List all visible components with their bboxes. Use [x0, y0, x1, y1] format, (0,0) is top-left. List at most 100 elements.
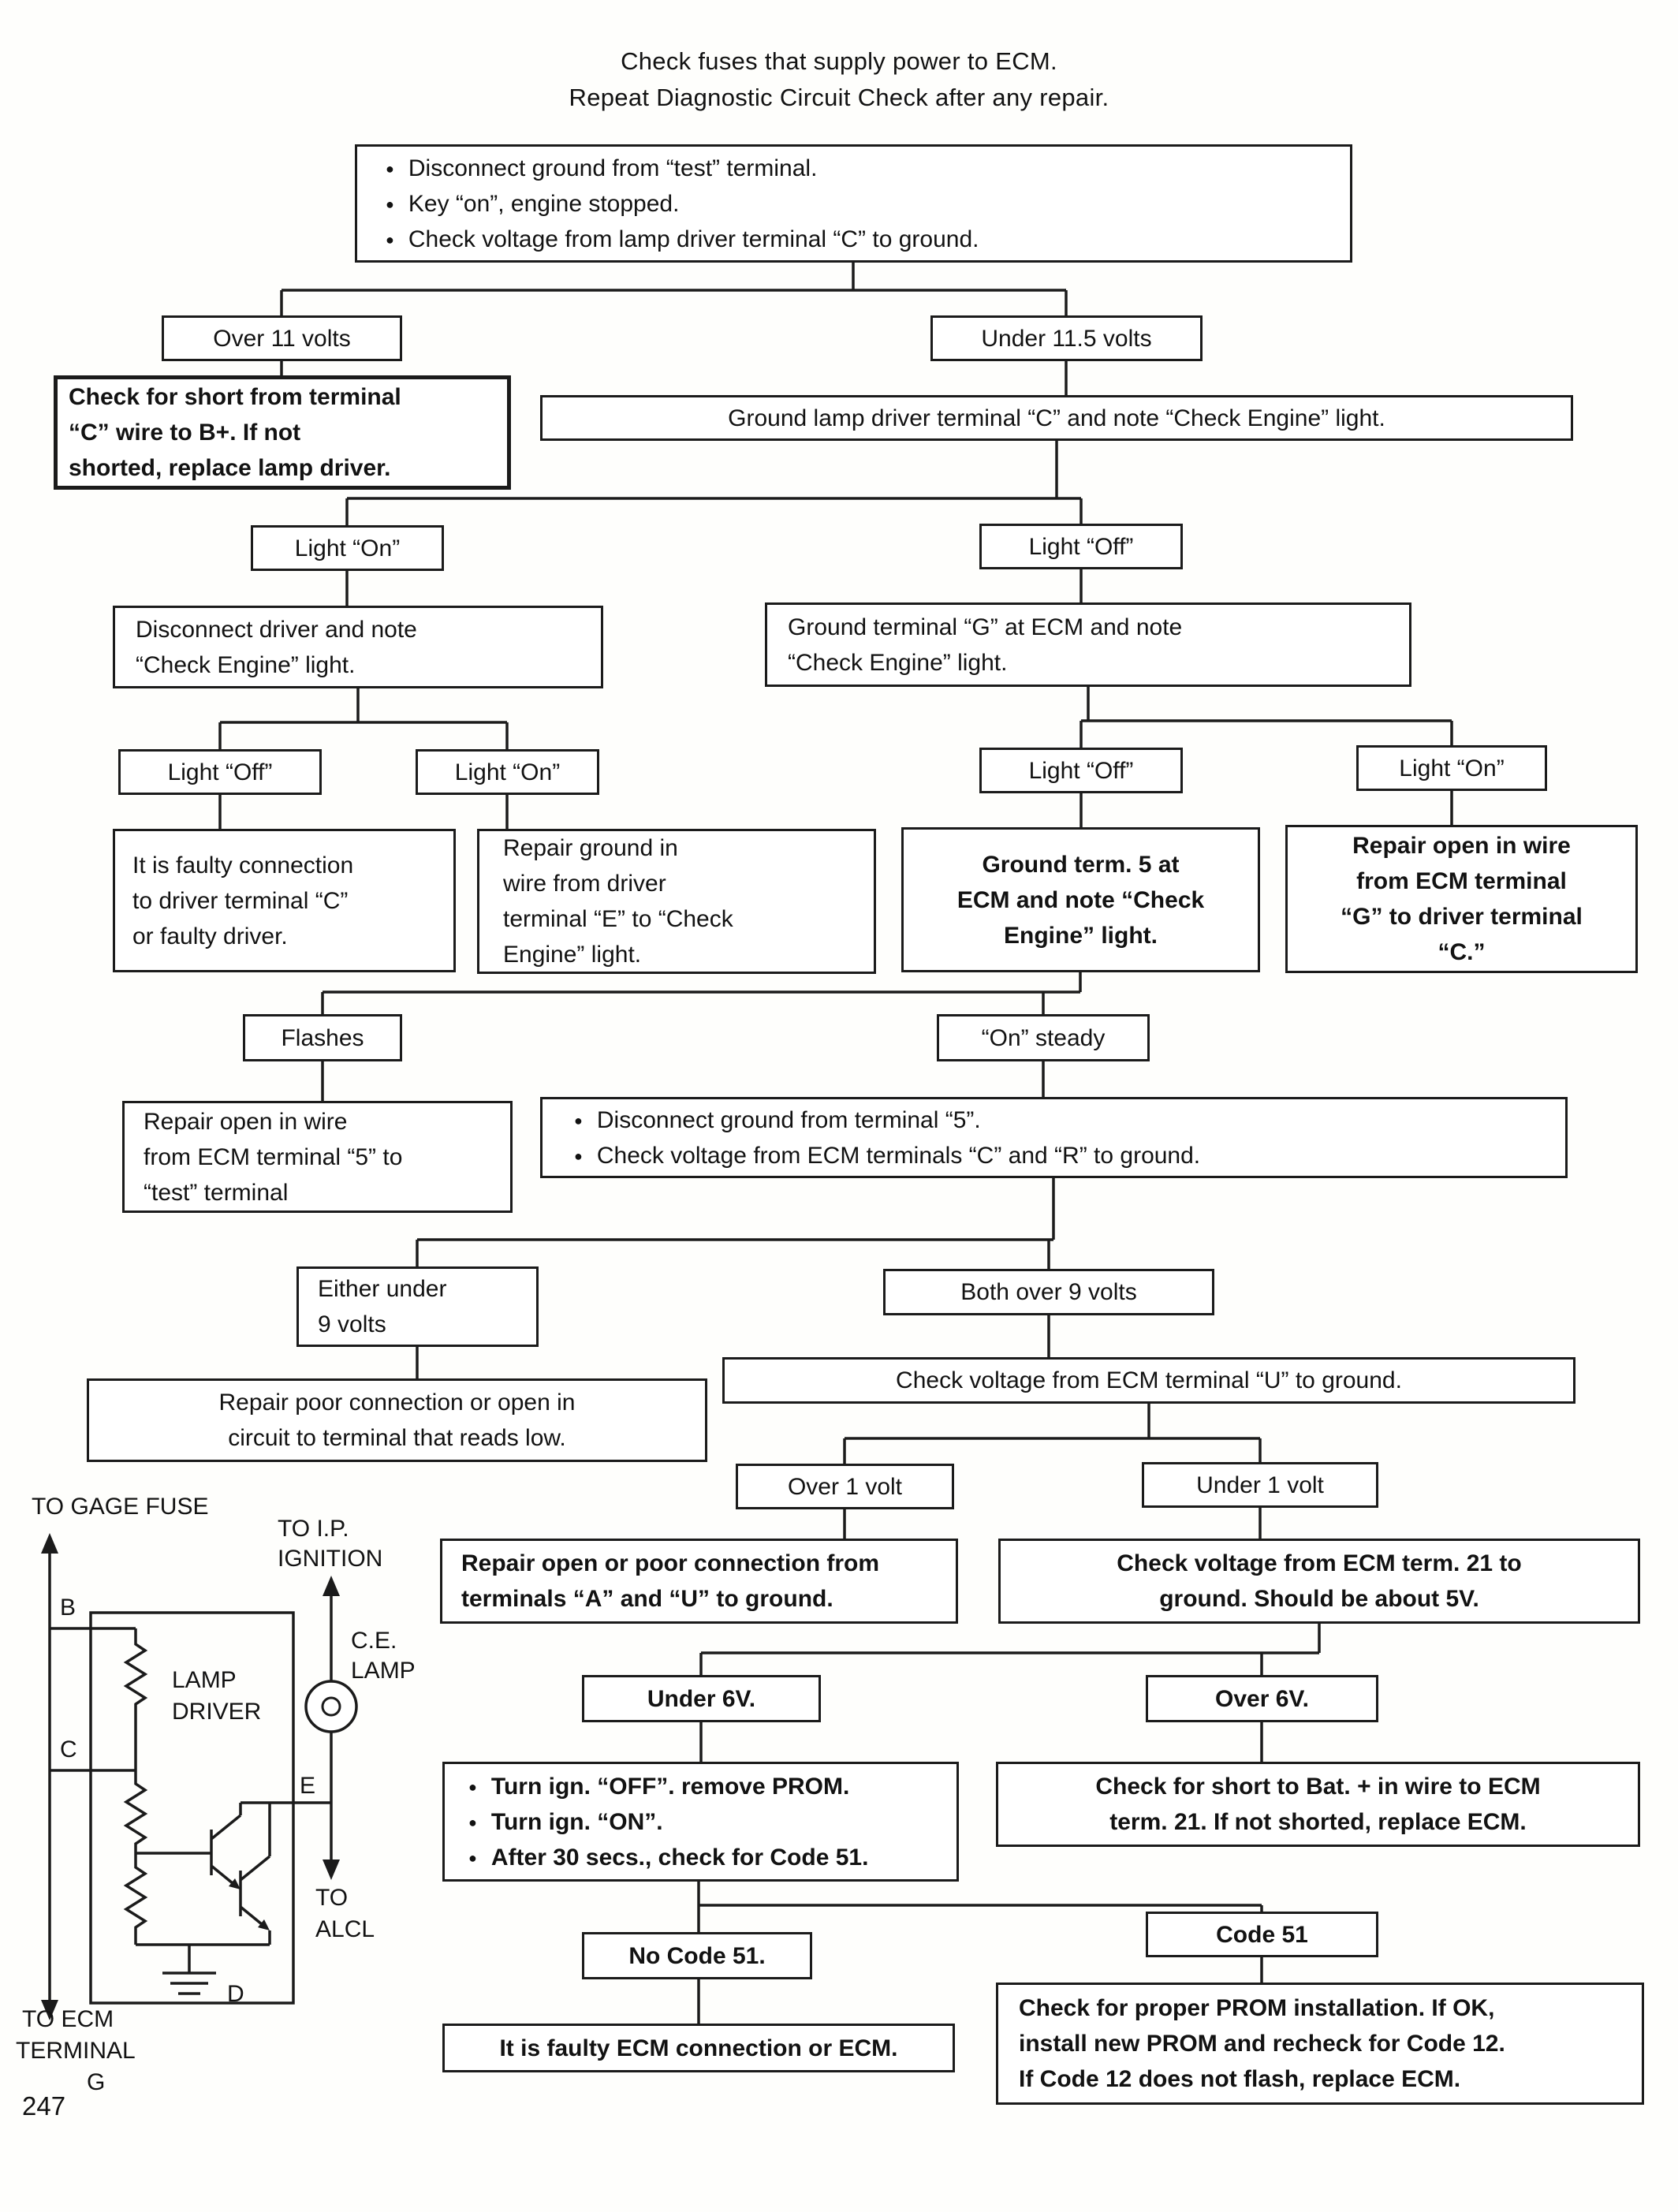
branch-label: “On” steady: [981, 1024, 1106, 1051]
page-title-line1: Check fuses that supply power to ECM.: [621, 47, 1057, 75]
branch-label: Both over 9 volts: [960, 1279, 1137, 1305]
bullet-icon: [386, 186, 394, 222]
label-lamp-driver-line1: LAMP: [172, 1667, 237, 1693]
branch-label: Light “Off”: [167, 759, 273, 785]
ce-lamp-inner-icon: [321, 1696, 341, 1717]
step-text: Check voltage from ECM terminals “C” and…: [596, 1142, 1201, 1169]
action-text: Repair poor connection or open in circui…: [218, 1389, 576, 1451]
step-text: Ground lamp driver terminal “C” and note…: [728, 405, 1385, 431]
step-text: Turn ign. “ON”.: [490, 1808, 663, 1835]
branch-over-6v: Over 6V.: [1146, 1675, 1378, 1722]
branch-label: Light “On”: [1399, 755, 1505, 781]
step-text: Turn ign. “OFF”. remove PROM.: [490, 1773, 850, 1800]
branch-light-on-2: Light “On”: [416, 749, 599, 795]
step-disconnect-driver: Disconnect driver and note “Check Engine…: [113, 606, 603, 688]
branch-under-6v: Under 6V.: [582, 1675, 821, 1722]
ce-lamp-icon: [304, 1680, 358, 1733]
branch-light-off-3: Light “Off”: [979, 748, 1183, 793]
step-ground-term-5: Ground term. 5 at ECM and note “Check En…: [901, 827, 1260, 972]
action-text: Repair ground in wire from driver termin…: [503, 835, 733, 968]
circuit-wires: [48, 1550, 333, 2003]
step-prom-check: Turn ign. “OFF”. remove PROM. Turn ign. …: [442, 1762, 959, 1882]
step-text: Disconnect ground from “test” terminal.: [408, 155, 818, 181]
label-to-alcl-line2: ALCL: [315, 1916, 375, 1942]
bullet-icon: [574, 1102, 583, 1138]
action-text: Check for proper PROM installation. If O…: [1019, 1995, 1505, 2092]
branch-label: Code 51: [1216, 1921, 1308, 1948]
result-text: It is faulty ECM connection or ECM.: [499, 2035, 898, 2061]
branch-label: Flashes: [281, 1024, 364, 1051]
label-to-ip-line2: IGNITION: [278, 1546, 382, 1572]
branch-label: Over 1 volt: [787, 1473, 903, 1500]
step-check-term-21: Check voltage from ECM term. 21 to groun…: [998, 1539, 1640, 1624]
step-text: Check voltage from ECM terminal “U” to g…: [896, 1367, 1402, 1393]
result-text: It is faulty connection to driver termin…: [132, 852, 354, 949]
page-title-line2: Repeat Diagnostic Circuit Check after an…: [569, 84, 1109, 111]
label-lamp-driver-line2: DRIVER: [172, 1699, 261, 1725]
label-ce-lamp-line2: LAMP: [351, 1658, 416, 1684]
label-terminal-b: B: [60, 1595, 76, 1621]
bullet-icon: [386, 151, 394, 186]
label-terminal-e: E: [300, 1773, 315, 1799]
branch-light-on-3: Light “On”: [1356, 745, 1547, 791]
bullet-icon: [386, 222, 394, 257]
arrow-up-ip-ignition-icon: [323, 1576, 340, 1596]
arrow-up-gage-fuse-icon: [41, 1533, 58, 1554]
branch-label: Light “On”: [454, 759, 561, 785]
action-check-short-to-bat: Check for short to Bat. + in wire to ECM…: [996, 1762, 1640, 1847]
step-check-terminal-u: Check voltage from ECM terminal “U” to g…: [722, 1357, 1575, 1404]
step-text: Key “on”, engine stopped.: [408, 190, 680, 217]
branch-no-code-51: No Code 51.: [582, 1932, 812, 1979]
result-faulty-ecm: It is faulty ECM connection or ECM.: [442, 2024, 955, 2072]
action-text: Check for short from terminal “C” wire t…: [69, 384, 401, 481]
transistor2-emitter-arrow-icon: [258, 1919, 270, 1930]
branch-label: Light “Off”: [1028, 533, 1134, 560]
label-to-ecm-line2: TERMINAL: [16, 2038, 136, 2064]
step-text: Check voltage from ECM term. 21 to groun…: [1117, 1550, 1522, 1612]
branch-label: Under 6V.: [647, 1685, 756, 1712]
action-text: Repair open in wire from ECM terminal “G…: [1341, 833, 1583, 965]
branch-label: Under 11.5 volts: [981, 325, 1152, 352]
result-faulty-connection-driver-c: It is faulty connection to driver termin…: [113, 829, 456, 972]
action-text: Check for short to Bat. + in wire to ECM…: [1095, 1774, 1541, 1835]
action-repair-open-wire-5: Repair open in wire from ECM terminal “5…: [122, 1101, 513, 1213]
label-terminal-c: C: [60, 1736, 77, 1763]
label-to-ecm-line1: TO ECM: [22, 2006, 114, 2032]
step-ground-terminal-g: Ground terminal “G” at ECM and note “Che…: [765, 602, 1411, 687]
step-text: After 30 secs., check for Code 51.: [490, 1844, 869, 1871]
step-check-terminals-c-r: Disconnect ground from terminal “5”. Che…: [540, 1097, 1568, 1178]
bullet-icon: [468, 1840, 477, 1875]
branch-label: Over 6V.: [1215, 1685, 1309, 1712]
branch-light-off-1: Light “Off”: [979, 524, 1183, 569]
branch-under-11-5-volts: Under 11.5 volts: [930, 315, 1203, 361]
arrow-down-ecm-terminal-icon: [41, 2000, 58, 2020]
branch-flashes: Flashes: [243, 1014, 402, 1061]
label-to-gage-fuse: TO GAGE FUSE: [32, 1494, 209, 1520]
branch-either-under-9-volts: Either under 9 volts: [296, 1266, 539, 1347]
branch-label: Light “On”: [294, 535, 401, 561]
action-text: Repair open or poor connection from term…: [461, 1550, 880, 1612]
step-text: Disconnect driver and note “Check Engine…: [136, 616, 417, 678]
branch-on-steady: “On” steady: [937, 1014, 1150, 1061]
branch-light-on-1: Light “On”: [251, 525, 444, 571]
bullet-icon: [468, 1769, 477, 1804]
label-to-ip-line1: TO I.P.: [278, 1516, 349, 1542]
action-check-prom-installation: Check for proper PROM installation. If O…: [996, 1983, 1644, 2105]
branch-over-1-volt: Over 1 volt: [736, 1464, 954, 1509]
lamp-driver-box: [89, 1611, 295, 2005]
branch-label: No Code 51.: [628, 1942, 766, 1969]
branch-label: Either under 9 volts: [318, 1276, 447, 1337]
step-text: Ground term. 5 at ECM and note “Check En…: [956, 851, 1205, 949]
flow-connector-lines: [218, 263, 1453, 2024]
branch-label: Light “Off”: [1028, 757, 1134, 784]
branch-code-51: Code 51: [1146, 1912, 1378, 1957]
bullet-icon: [468, 1804, 477, 1840]
branch-under-1-volt: Under 1 volt: [1142, 1462, 1378, 1508]
action-repair-ground-wire-e: Repair ground in wire from driver termin…: [477, 829, 876, 974]
action-repair-open-wire-g: Repair open in wire from ECM terminal “G…: [1285, 825, 1638, 973]
branch-light-off-2: Light “Off”: [118, 749, 322, 795]
branch-over-11-volts: Over 11 volts: [162, 315, 402, 361]
label-ce-lamp-line1: C.E.: [351, 1628, 397, 1654]
label-to-ecm-line3: G: [87, 2069, 105, 2095]
